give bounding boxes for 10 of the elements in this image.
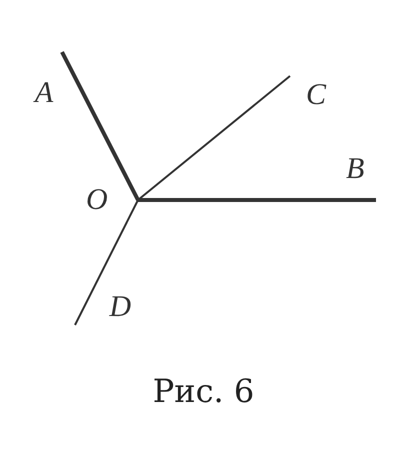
point-label: O [86,185,108,215]
point-label: B [346,154,364,184]
ray-line [137,75,291,201]
ray-line [74,200,139,326]
point-label: C [306,80,326,110]
point-label: D [109,292,131,322]
ray-line [138,198,376,202]
point-label: A [34,78,54,108]
figure-caption: Рис. 6 [152,372,254,410]
ray-line [60,51,140,201]
